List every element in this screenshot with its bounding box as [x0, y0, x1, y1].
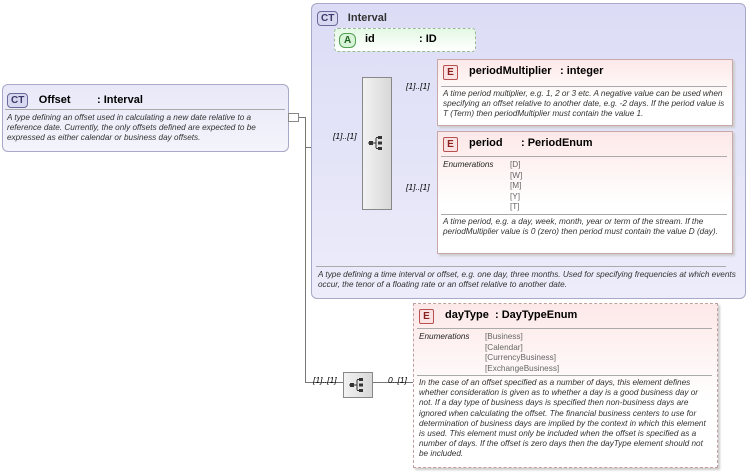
daytype-enum-list: [Business] [Calendar] [CurrencyBusiness]…	[485, 332, 559, 374]
enum-value: [CurrencyBusiness]	[485, 353, 556, 362]
multiplier-cardinality: [1]..[1]	[406, 81, 430, 91]
period-divider	[441, 156, 727, 157]
offset-expand-handle[interactable]	[288, 113, 299, 122]
multiplier-doc: A time period multiplier, e.g. 1, 2 or 3…	[443, 89, 725, 119]
offset-doc: A type defining an offset used in calcul…	[7, 113, 256, 143]
daytype-divider	[417, 328, 712, 329]
enum-value: [T]	[510, 202, 520, 211]
daytype-doc: In the case of an offset specified as a …	[419, 378, 706, 459]
offset-name: Offset	[38, 94, 71, 106]
attribute-icon: A	[339, 33, 357, 48]
complex-type-icon: CT	[7, 93, 29, 108]
multiplier-name: periodMultiplier	[469, 65, 552, 77]
connector-trunk	[305, 117, 306, 382]
period-enum-list: [D] [W] [M] [Y] [T]	[510, 160, 522, 213]
daytype-sequence-cardinality: [1]..[1]	[313, 375, 337, 385]
attribute-type: : ID	[419, 33, 437, 45]
enum-value: [M]	[510, 181, 522, 190]
daytype-doc-divider	[417, 375, 712, 376]
sequence-icon	[349, 378, 363, 392]
element-icon: E	[419, 309, 434, 324]
offset-type: : Interval	[97, 94, 143, 106]
enum-value: [D]	[510, 160, 521, 169]
complex-type-icon: CT	[317, 11, 339, 26]
enum-value: [ExchangeBusiness]	[485, 363, 560, 373]
offset-header: CT Offset : Interval	[7, 90, 143, 108]
element-periodMultiplier[interactable]: E periodMultiplier : integer A time peri…	[437, 59, 733, 126]
interval-header: CT Interval	[317, 8, 387, 26]
sequence-cardinality: [1]..[1]	[333, 131, 357, 141]
daytype-name: dayType	[445, 309, 489, 321]
sequence-compositor[interactable]	[362, 77, 392, 210]
interval-divider	[316, 266, 726, 267]
connector-to-daytype	[371, 382, 413, 383]
daytype-enum-label: Enumerations	[419, 332, 470, 341]
offset-divider	[5, 109, 285, 110]
multiplier-divider	[441, 86, 727, 87]
element-icon: E	[443, 137, 458, 152]
period-name: period	[469, 137, 503, 149]
element-period[interactable]: E period : PeriodEnum Enumerations [D] […	[437, 131, 733, 254]
attribute-name: id	[365, 33, 375, 45]
daytype-sequence-compositor[interactable]	[343, 372, 373, 398]
period-doc-divider	[441, 214, 727, 215]
offset-type-box[interactable]: CT Offset : Interval A type defining an …	[2, 84, 289, 152]
enum-value: [Calendar]	[485, 342, 523, 352]
sequence-icon	[368, 136, 382, 150]
attribute-id[interactable]: A id : ID	[334, 28, 476, 52]
interval-name: Interval	[347, 12, 387, 24]
period-cardinality: [1]..[1]	[406, 182, 430, 192]
daytype-type: : DayTypeEnum	[495, 309, 578, 321]
interval-doc: A type defining a time interval or offse…	[318, 270, 736, 290]
enum-value: [W]	[510, 170, 523, 180]
daytype-cardinality: 0..[1]	[388, 375, 407, 385]
connector-to-daytype-seq	[305, 382, 343, 383]
period-doc: A time period, e.g. a day, week, month, …	[443, 217, 718, 237]
enum-value: [Business]	[485, 332, 523, 341]
period-type: : PeriodEnum	[521, 137, 593, 149]
element-dayType[interactable]: E dayType : DayTypeEnum Enumerations [Bu…	[413, 303, 718, 468]
enum-value: [Y]	[510, 191, 521, 201]
period-enum-label: Enumerations	[443, 160, 494, 169]
element-icon: E	[443, 65, 458, 80]
multiplier-type: : integer	[560, 65, 604, 77]
